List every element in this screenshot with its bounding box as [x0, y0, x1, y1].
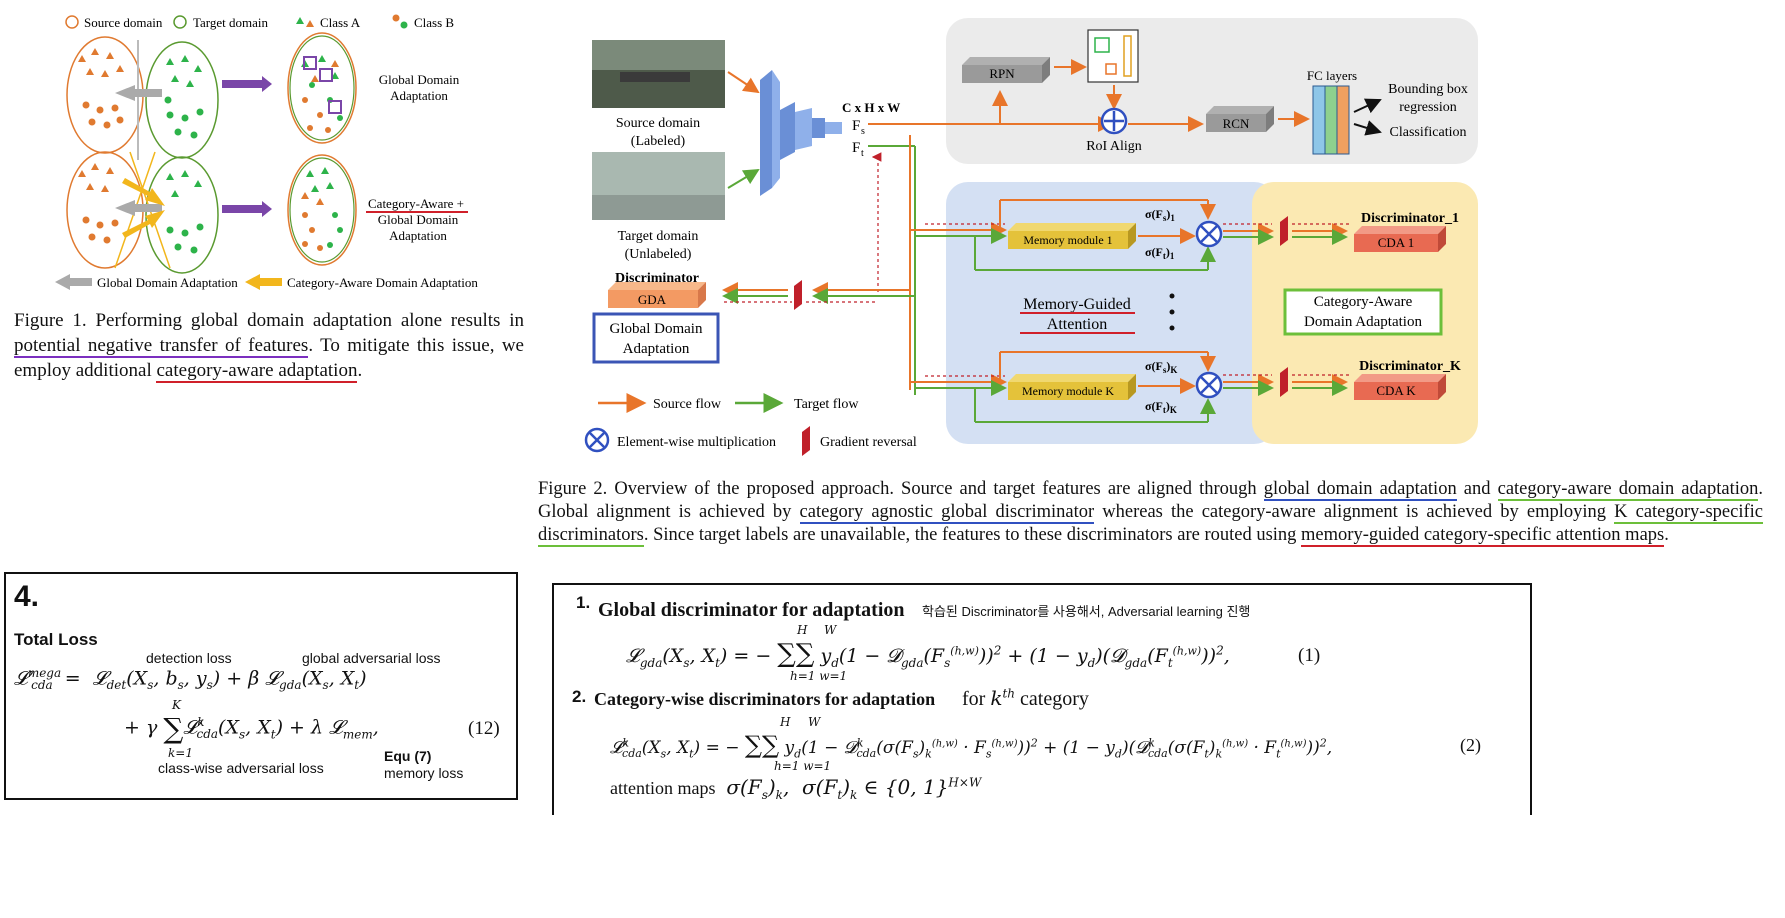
global-domain-adaptation-box [592, 312, 720, 364]
arrow-legend-global: Global Domain Adaptation [97, 275, 238, 290]
svg-text:Category-Aware: Category-Aware [1314, 294, 1413, 310]
figure-2-diagram: Source domain (Labeled) Target domain (U… [584, 18, 1478, 456]
svg-text:Domain Adaptation: Domain Adaptation [1304, 314, 1422, 330]
ca-label-line2: Global Domain [378, 212, 459, 227]
svg-text:Global Domain: Global Domain [610, 321, 703, 337]
rcn-label: RCN [1223, 116, 1250, 131]
svg-text:Attention: Attention [1047, 316, 1107, 333]
global-discriminator-title: Global discriminator for adaptation [598, 599, 905, 621]
svg-text:CDA K: CDA K [1376, 383, 1416, 398]
equation-1-number: (1) [1298, 645, 1321, 666]
svg-text:(Unlabeled): (Unlabeled) [625, 247, 692, 262]
svg-text:σ(Ft)1: σ(Ft)1 [1145, 245, 1175, 261]
category-aware-box [1283, 288, 1443, 336]
equation-2-number: (2) [1460, 735, 1481, 755]
gradient-reversal-gda [794, 280, 802, 310]
global-adaptation-arrow-icon [55, 274, 92, 290]
svg-text:σ(Fs)K: σ(Fs)K [1145, 359, 1177, 375]
svg-text:Memory module K: Memory module K [1022, 384, 1114, 398]
category-discriminator-title: Category-wise discriminators for adaptat… [594, 689, 936, 709]
rpn-label: RPN [989, 66, 1015, 81]
category-text: category [1020, 688, 1089, 710]
ca-label-line3: Adaptation [389, 228, 447, 243]
svg-text:s: s [861, 126, 865, 137]
svg-text:RoI Align: RoI Align [1086, 139, 1142, 154]
gradient-reversal-icon [802, 426, 810, 456]
svg-text:Target domain: Target domain [618, 229, 699, 244]
svg-text:Gradient reversal: Gradient reversal [820, 435, 917, 450]
svg-text:Adaptation: Adaptation [623, 341, 690, 357]
legend-source-domain: Source domain [84, 15, 163, 30]
svg-text:Element-wise multiplication: Element-wise multiplication [617, 435, 776, 450]
category-adaptation-arrow-icon [245, 274, 282, 290]
gradient-reversal-1 [1280, 216, 1288, 246]
backbone-network [760, 70, 772, 196]
equation-1: 𝓛gda(Xs, Xt) = − ∑∑ yd(1 − 𝓓gda(Fs(h,w))… [626, 639, 1230, 670]
svg-text:Source domain: Source domain [616, 116, 700, 131]
class-b-dot-icon [392, 14, 400, 22]
for-text: for [962, 688, 986, 710]
svg-text:FC layers: FC layers [1307, 68, 1357, 83]
svg-text:F: F [852, 140, 860, 156]
loss-equation-line2: + γ ∑𝓛kcda(Xs, Xt) + λ 𝓛mem, [124, 712, 379, 745]
svg-text:Target flow: Target flow [794, 397, 859, 412]
svg-text:t: t [861, 148, 864, 159]
figure-1-diagram: Source domain Target domain Class A Clas… [55, 14, 478, 290]
attention-maps-label: attention maps [610, 778, 716, 798]
global-adversarial-loss-label: global adversarial loss [302, 650, 441, 666]
svg-text:Discriminator_1: Discriminator_1 [1361, 211, 1459, 226]
item-1-number: 1. [576, 593, 591, 612]
svg-text:Bounding box: Bounding box [1388, 82, 1468, 97]
svg-text:F: F [852, 118, 860, 134]
total-loss-title: Total Loss [14, 630, 98, 649]
svg-text:(Labeled): (Labeled) [631, 134, 686, 149]
target-domain-legend-icon [173, 15, 187, 29]
figure-1-caption: Figure 1. Performing global domain adapt… [14, 310, 524, 383]
equation-12-number: (12) [468, 718, 500, 739]
gda-label-line2: Adaptation [390, 88, 448, 103]
loss-equation-line1: 𝓛megacda = 𝓛det(Xs, bs, ys) + β 𝓛gda(Xs,… [14, 666, 367, 693]
ca-label-line1: Category-Aware + [368, 196, 464, 211]
legend-class-b: Class B [414, 15, 454, 30]
figure-2-caption: Figure 2. Overview of the proposed appro… [538, 479, 1763, 547]
section-number: 4. [14, 580, 40, 613]
svg-text:regression: regression [1399, 100, 1457, 115]
total-loss-box: 4. Total Loss detection loss global adve… [4, 572, 518, 800]
legend-target-domain: Target domain [193, 15, 269, 30]
gda-label-line1: Global Domain [379, 72, 460, 87]
item-2-number: 2. [572, 687, 587, 706]
equ7-label: Equ (7) [384, 748, 432, 764]
class-a-triangle-icon [296, 17, 304, 24]
discriminator-box: 1. Global discriminator for adaptation 학… [552, 583, 1532, 815]
arrow-legend-category: Category-Aware Domain Adaptation [287, 275, 478, 290]
equation-2: 𝓛kcda(Xs, Xt) = − ∑∑ yd(1 − 𝓓kcda(σ(Fs)k… [610, 731, 1333, 761]
svg-text:C x H x W: C x H x W [842, 100, 900, 115]
svg-text:Discriminator_K: Discriminator_K [1359, 359, 1461, 374]
svg-text:CDA 1: CDA 1 [1378, 235, 1414, 250]
classwise-adversarial-loss-label: class-wise adversarial loss [158, 760, 324, 776]
memory-loss-label: memory loss [384, 765, 464, 781]
svg-text:Memory module 1: Memory module 1 [1023, 233, 1112, 247]
detection-loss-label: detection loss [146, 650, 232, 666]
svg-text:σ(Ft)K: σ(Ft)K [1145, 399, 1177, 415]
svg-text:σ(Fs)1: σ(Fs)1 [1145, 207, 1175, 223]
gradient-reversal-k [1280, 367, 1288, 397]
global-discriminator-note: 학습된 Discriminator를 사용해서, Adversarial lea… [922, 604, 1251, 619]
source-domain-legend-icon [65, 15, 79, 29]
svg-text:Source flow: Source flow [653, 397, 722, 412]
svg-text:GDA: GDA [638, 292, 667, 307]
svg-text:Classification: Classification [1390, 125, 1467, 140]
legend-class-a: Class A [320, 15, 361, 30]
svg-text:Memory-Guided: Memory-Guided [1023, 296, 1131, 313]
